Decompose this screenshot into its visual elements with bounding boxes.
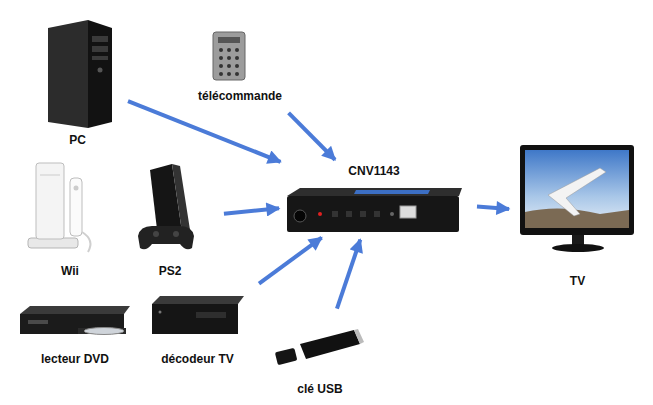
device-label: TV [570,274,585,288]
television [520,145,634,252]
device-node: lecteur DVD [15,300,135,366]
signal-arrow [289,113,335,160]
usb-key [275,329,364,365]
device-node: décodeur TV [145,292,250,366]
pc-tower [48,20,112,128]
signal-arrow [259,238,322,284]
device-label: PC [69,133,86,147]
device-node: télécommande [195,25,285,103]
device-node: PC [40,15,115,147]
remote-control [213,32,245,80]
wii-console [28,163,90,252]
dvd-player [20,306,130,335]
device-label: télécommande [198,89,282,103]
signal-arrow [128,101,280,162]
device-label: clé USB [297,382,342,396]
device-node: CNV1143 [285,164,463,234]
signal-arrow [477,207,509,209]
device-label: Wii [61,264,79,278]
device-label: PS2 [159,264,182,278]
device-node: clé USB [272,322,368,396]
signal-arrow [224,208,279,213]
signal-arrow [337,240,360,309]
cnv1143-switch [287,188,462,232]
device-node: TV [515,140,640,288]
device-label: décodeur TV [161,352,234,366]
ps2-console [138,164,194,249]
device-label: lecteur DVD [41,352,109,366]
device-node: PS2 [130,160,210,278]
device-node: Wii [25,155,115,278]
device-label: CNV1143 [348,164,399,178]
tv-decoder [152,296,244,334]
